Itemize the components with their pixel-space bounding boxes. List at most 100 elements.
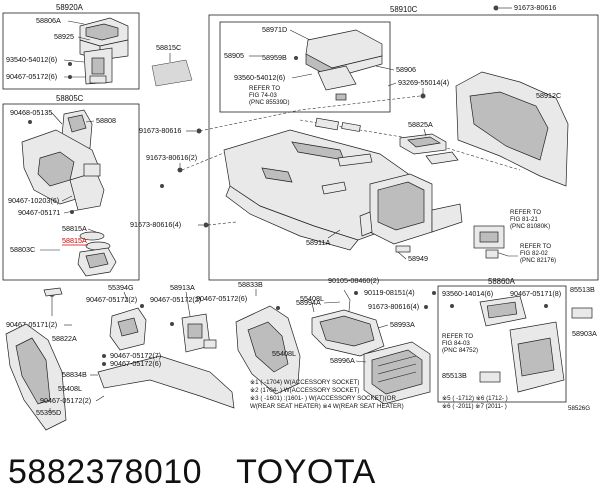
armrest-lid-part (305, 29, 383, 101)
refer-fig-82-line2: FIG 82-02 (520, 250, 548, 257)
label-90119-08151: 90119-08151(4) (364, 288, 415, 297)
cup-holder-58996A (363, 341, 431, 405)
parts-diagram: 58920A 58806A 58925 93540-54012(6) 90467… (2, 3, 599, 431)
label-58906: 58906 (396, 65, 416, 74)
label-55408L-a: 55408L (58, 384, 82, 393)
label-58815C: 58815C (156, 43, 181, 52)
label-90467-05172-2-c: 90467-05172(2) (150, 295, 201, 304)
label-90467-05172-7: 90467-05172(7) (110, 351, 161, 360)
refer-fig-81-line1: REFER TO (510, 209, 541, 216)
group-box-58920A (2, 12, 140, 90)
clip-part (43, 287, 63, 297)
group-box-58805C (2, 103, 140, 281)
label-58913A: 58913A (170, 283, 195, 292)
console-bracket-part (21, 109, 105, 211)
label-90467-05171-2: 90467-05171(2) (6, 320, 57, 329)
label-58920A: 58920A (56, 3, 84, 12)
label-58993A: 58993A (390, 320, 415, 329)
refer-fig-81-line2: FIG 81-21 (510, 216, 538, 223)
refer-fig-84-line1: REFER TO (442, 333, 473, 340)
label-58860A: 58860A (488, 277, 516, 286)
label-58910C: 58910C (390, 5, 418, 14)
bracket-part (337, 153, 373, 167)
label-55408L-b: 55408L (272, 349, 296, 358)
label-58912C: 58912C (536, 91, 561, 100)
label-90467-05172-6: 90467-05172(6) (6, 72, 57, 81)
center-compartment-part (359, 173, 463, 253)
cup-holder-part (77, 231, 117, 277)
label-58925: 58925 (54, 32, 74, 41)
label-58996A: 58996A (330, 356, 355, 365)
refer-fig-82-line3: (PNC 82176) (520, 257, 556, 264)
group-box-58905 (219, 21, 391, 113)
label-58834B: 58834B (62, 370, 87, 379)
label-58815A: 58815A (62, 224, 87, 233)
label-58905: 58905 (224, 51, 244, 60)
label-58833B: 58833B (238, 280, 263, 289)
note-2: ※2 (1704- ) W(ACCESSORY SOCKET) (250, 387, 359, 394)
label-58822A: 58822A (52, 334, 77, 343)
label-93269-55014: 93269-55014(4) (398, 78, 449, 87)
bracket-55394G (109, 307, 147, 351)
refer-fig-74-line1: REFER TO (249, 85, 280, 92)
refer-fig-84-line2: FIG 84-03 (442, 340, 470, 347)
label-55395D: 55395D (36, 408, 61, 417)
label-91673-80616-mid: 91673-80616 (139, 126, 181, 135)
label-90467-10203-6: 90467-10203(6) (8, 196, 59, 205)
note-1: ※1 ( -1704) W(ACCESSORY SOCKET) (250, 379, 359, 386)
label-91673-80616-4: 91673-80616(4) (130, 220, 181, 229)
group-box-58860A (437, 285, 567, 403)
label-93560-14014: 93560-14014(6) (442, 289, 493, 298)
label-90467-05172-6-c: 90467-05172(6) (196, 294, 247, 303)
label-91673-80616-top: 91673-80616 (514, 3, 556, 12)
note-4: W(REAR SEAT HEATER) ※4 W(REAR SEAT HEATE… (250, 403, 404, 410)
label-58971D: 58971D (262, 25, 287, 34)
switch-panel-part (479, 295, 527, 327)
label-58825A: 58825A (408, 120, 433, 129)
refer-fig-81-line3: (PNC 81080K) (510, 223, 550, 230)
label-90467-05172-2-a: 90467-05172(2) (86, 295, 137, 304)
bracket-58833B (235, 305, 301, 395)
panel-58913A (181, 313, 217, 353)
label-58994A: 58994A (296, 298, 321, 307)
label-58959B: 58959B (262, 53, 287, 62)
refer-fig-82-line1: REFER TO (520, 243, 551, 250)
brand-name: TOYOTA (236, 453, 376, 491)
label-91673-80616-4-b: 91673-80616(4) (368, 302, 419, 311)
bracket-58993A (311, 309, 385, 357)
diagram-code: 58526G (568, 405, 590, 412)
tray-58825A (399, 133, 459, 165)
label-90105-08460: 90105-08460(2) (328, 276, 379, 285)
group-box-58910C (208, 14, 599, 281)
label-93540-54012: 93540-54012(6) (6, 55, 57, 64)
footer: 5882378010 TOYOTA (8, 452, 588, 492)
label-58903A: 58903A (572, 329, 597, 338)
refer-fig-84-line3: (PNC 84752) (442, 347, 478, 354)
refer-fig-74-line3: (PNC 85539D) (249, 99, 290, 106)
note-5: ※5 ( -1712) ※6 (1712- ) (442, 395, 508, 402)
label-85513B-b: 85513B (442, 371, 467, 380)
label-58806A: 58806A (36, 16, 61, 25)
side-cover-58822A (5, 323, 67, 431)
label-58808: 58808 (96, 116, 116, 125)
mat-58815C (151, 59, 193, 87)
label-91673-80616-2: 91673-80616(2) (146, 153, 197, 162)
trim-strip-part (97, 355, 235, 409)
label-58805C: 58805C (56, 94, 84, 103)
rear-panel-58903A (509, 321, 565, 393)
label-90467-05172-6-b: 90467-05172(6) (110, 359, 161, 368)
label-55394G: 55394G (108, 283, 134, 292)
label-90468-05135: 90468-05135 (10, 108, 52, 117)
label-90467-05172-2-b: 90467-05172(2) (40, 396, 91, 405)
side-panel-58912C (455, 71, 569, 187)
part-number: 5882378010 (8, 453, 203, 491)
label-93560-54012: 93560-54012(6) (234, 73, 285, 82)
label-85513B-a: 85513B (570, 285, 595, 294)
bracket-part-2 (321, 181, 347, 195)
note-6: ※6 ( -2011) ※7 (2011- ) (442, 403, 507, 410)
label-58949: 58949 (408, 254, 428, 263)
label-90467-05171: 90467-05171 (18, 208, 60, 217)
label-55408L-c: 55408L (300, 294, 324, 303)
label-90467-05171-8: 90467-05171(8) (510, 289, 561, 298)
label-58815A-highlight: 58815A (62, 236, 87, 245)
